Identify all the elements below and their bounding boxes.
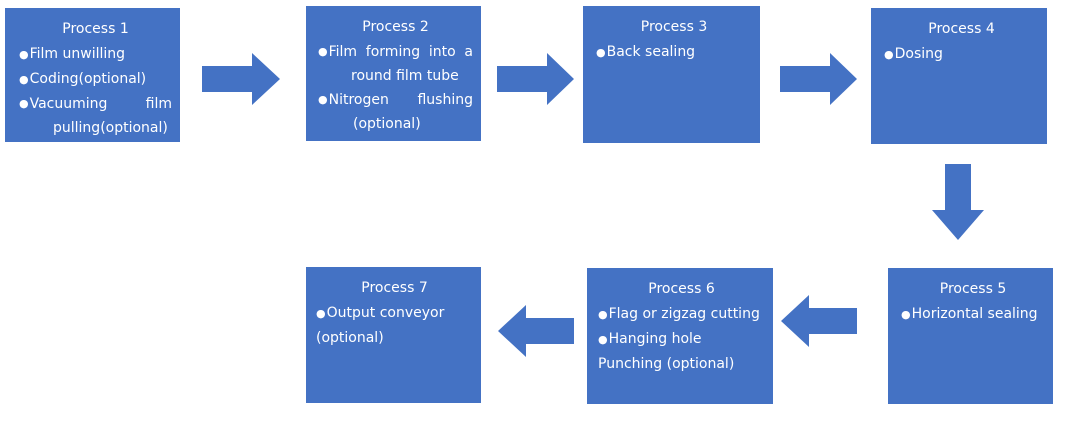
process-4-title: Process 4 [928, 21, 995, 37]
process-1-item: ●Coding(optional) [19, 71, 147, 87]
bullet-icon: ● [901, 308, 911, 321]
process-1-title: Process 1 [62, 21, 129, 37]
bullet-icon: ● [19, 48, 29, 61]
process-6-item-cont: Punching (optional) [598, 356, 735, 372]
process-7-title: Process 7 [361, 280, 428, 296]
process-5-title: Process 5 [939, 281, 1007, 297]
process-1-item-cont: pulling(optional) [53, 120, 168, 136]
process-7-item: ●Output conveyor [316, 305, 445, 321]
process-2-title: Process 2 [362, 19, 429, 35]
bullet-icon: ● [598, 333, 608, 346]
process-1-item: ●Vacuuming film [19, 92, 172, 116]
process-1-item: ●Film unwilling [19, 46, 126, 62]
process-5-box: Process 5 ●Horizontal sealing [888, 268, 1053, 404]
process-4-box: Process 4 ●Dosing [871, 8, 1047, 144]
process-6-box: Process 6 ●Flag or zigzag cutting ●Hangi… [587, 268, 773, 404]
process-2-item-cont: round film tube [351, 68, 459, 84]
process-6-item: ●Flag or zigzag cutting [598, 306, 760, 322]
process-2-item: ●Film forming into a [318, 40, 473, 64]
bullet-icon: ● [598, 308, 608, 321]
bullet-icon: ● [318, 45, 328, 58]
process-2-box: Process 2 ●Film forming into a round fil… [306, 6, 481, 141]
arrow-left-icon [498, 305, 574, 357]
arrow-right-icon [497, 53, 574, 105]
process-6-item: ●Hanging hole [598, 331, 702, 347]
process-3-box: Process 3 ●Back sealing [583, 6, 760, 143]
bullet-icon: ● [884, 48, 894, 61]
bullet-icon: ● [318, 93, 328, 106]
process-7-item-cont: (optional) [316, 330, 384, 346]
process-5-item: ●Horizontal sealing [901, 306, 1038, 322]
process-2-item-cont: (optional) [353, 116, 421, 132]
process-3-title: Process 3 [640, 19, 708, 35]
bullet-icon: ● [19, 97, 29, 110]
process-7-box: Process 7 ●Output conveyor (optional) [306, 267, 481, 403]
arrow-right-icon [780, 53, 857, 105]
process-4-item: ●Dosing [884, 46, 943, 62]
process-1-box: Process 1 ●Film unwilling ●Coding(option… [5, 8, 180, 142]
bullet-icon: ● [596, 46, 606, 59]
process-6-title: Process 6 [648, 281, 715, 297]
bullet-icon: ● [19, 73, 29, 86]
arrow-left-icon [781, 295, 857, 347]
process-3-item: ●Back sealing [596, 44, 696, 60]
arrow-down-icon [932, 164, 984, 240]
arrow-right-icon [202, 53, 280, 105]
bullet-icon: ● [316, 307, 326, 320]
process-2-item: ●Nitrogen flushing [318, 88, 473, 112]
